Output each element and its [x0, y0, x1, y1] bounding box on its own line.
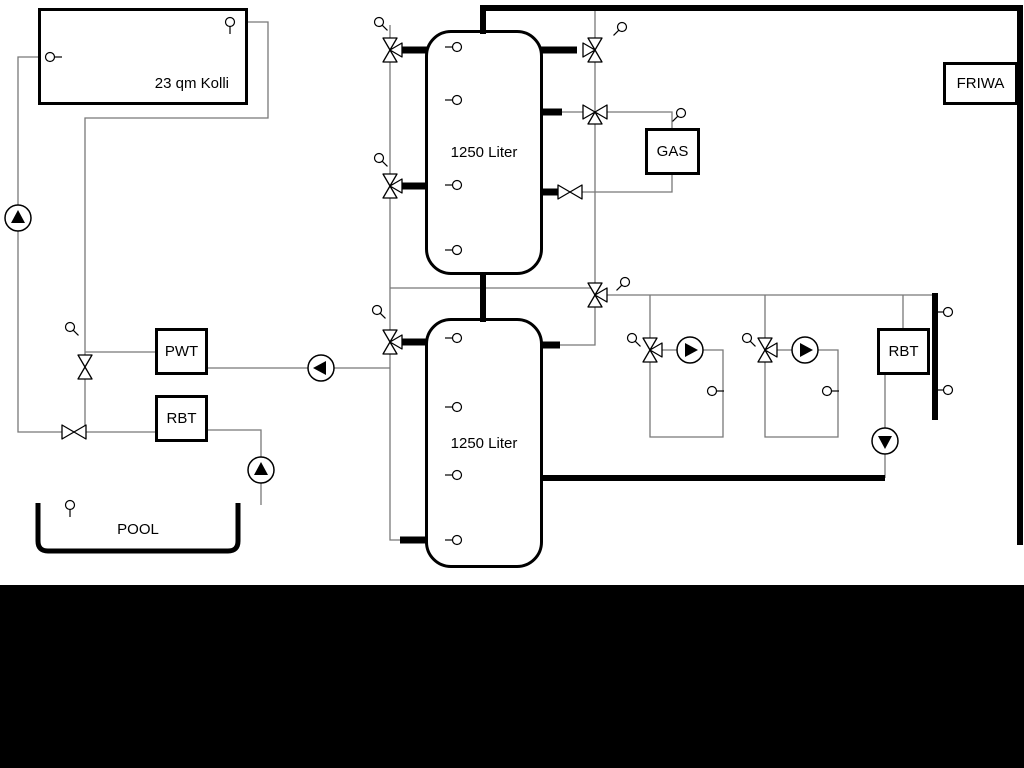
rbt-left-label: RBT [166, 410, 197, 427]
buffer-tank-bottom-label: 1250 Liter [450, 434, 518, 452]
pump-pool-icon [247, 456, 275, 484]
three-way-valve-heating1-icon [642, 337, 663, 363]
three-way-valve-tank1-midleft-icon [382, 173, 403, 199]
temp-sensor-icon [821, 385, 840, 397]
solar-collector-label: 23 qm Kolli [154, 75, 229, 92]
temp-sensor-icon [609, 20, 629, 40]
temp-sensor-icon [706, 385, 725, 397]
temp-sensor-icon [370, 303, 390, 323]
letterbox-bottom [0, 585, 1024, 768]
gas-boiler-label: GAS [656, 143, 689, 160]
temp-sensor-heating2-icon [740, 331, 760, 351]
temp-sensor-icon [935, 384, 954, 396]
temp-sensor-icon [372, 15, 392, 35]
tank-and-heating-pipes [389, 8, 935, 541]
pool-label: POOL [58, 518, 218, 540]
valve-gas-return-icon [557, 184, 583, 200]
valve-solar-return-icon [77, 354, 93, 380]
rbt-right-label: RBT [888, 343, 919, 360]
three-way-valve-tank2-topleft-icon [382, 329, 403, 355]
pool-basin-shape [35, 503, 241, 554]
rbt-left-box: RBT [155, 395, 208, 442]
pool-label-text: POOL [117, 520, 159, 538]
pump-pwt-icon [307, 354, 335, 382]
pump-solar-icon [4, 204, 32, 232]
temp-sensor-icon [63, 320, 83, 340]
three-way-valve-distribution-icon [587, 282, 608, 308]
pump-return-icon [871, 427, 899, 455]
pump-heating1-icon [676, 336, 704, 364]
temp-sensor-icon [372, 151, 392, 171]
temp-sensor-icon [935, 306, 954, 318]
buffer-tank-bottom: 1250 Liter [425, 318, 543, 568]
pwt-label: PWT [164, 343, 199, 360]
buffer-tank-top-label: 1250 Liter [450, 144, 518, 161]
friwa-label: FRIWA [956, 75, 1005, 92]
piping-diagram-canvas [4, 5, 1023, 554]
rbt-right-box: RBT [877, 328, 930, 375]
temp-sensor-heating1-icon [625, 331, 645, 351]
temp-sensor-pool-icon [64, 499, 76, 518]
tank-connection-stubs [398, 46, 1021, 544]
solar-and-pool-pipes [17, 21, 390, 505]
pump-heating2-icon [791, 336, 819, 364]
temp-sensor-icon [612, 275, 632, 295]
solar-collector-box: 23 qm Kolli [38, 8, 248, 105]
buffer-tank-top: 1250 Liter [425, 30, 543, 275]
three-way-valve-heating2-icon [757, 337, 778, 363]
three-way-valve-tank1-topright-icon [582, 37, 603, 63]
gas-boiler-box: GAS [645, 128, 700, 175]
three-way-valve-tank1-topleft-icon [382, 37, 403, 63]
main-distribution-pipe [480, 5, 1023, 545]
valve-pool-circuit-icon [61, 424, 87, 440]
friwa-station-box: FRIWA [943, 62, 1018, 105]
pwt-heat-exchanger-box: PWT [155, 328, 208, 375]
